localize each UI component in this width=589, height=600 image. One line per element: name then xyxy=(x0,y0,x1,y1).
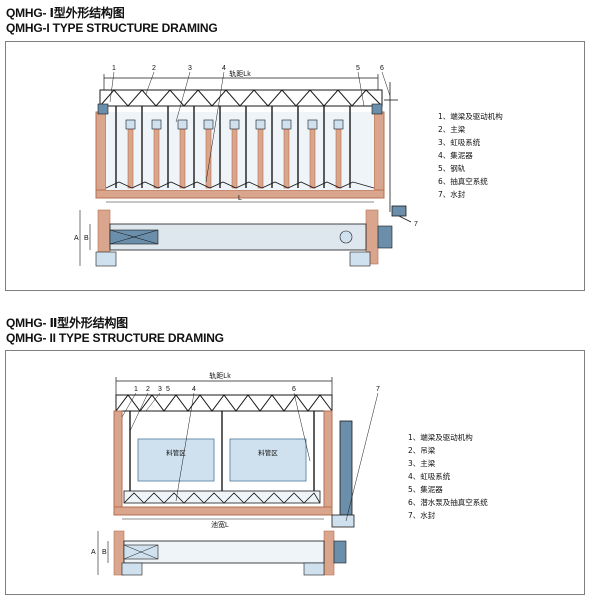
section2-zone-label-right: 料管区 xyxy=(258,448,278,457)
section2-callout-7: 7 xyxy=(376,386,380,393)
section1-end-beam-right xyxy=(371,103,383,115)
section1-siphon-pipes xyxy=(127,121,342,189)
section2-callout-1: 1 xyxy=(134,386,138,393)
section2-legend-item: 3、主梁 xyxy=(408,459,436,468)
section2-legend-item: 1、端梁及驱动机构 xyxy=(408,433,473,442)
section1-callout-1: 1 xyxy=(112,65,116,72)
section1-dim-a: A xyxy=(74,235,79,242)
section2-span-label: 轨距Lk xyxy=(209,371,231,380)
section1-legend-item: 6、抽真空系统 xyxy=(438,177,488,186)
section2-leader-lines xyxy=(121,392,379,522)
section2-callout-5: 5 xyxy=(166,386,170,393)
section1-callout-7: 7 xyxy=(414,221,418,228)
section1-drawing: 轨距Lk xyxy=(74,65,418,267)
section2-drawing-panel: 轨距Lk 料管区 料管区 xyxy=(5,350,585,595)
section2-legend-item: 6、潜水泵及抽真空系统 xyxy=(408,498,488,507)
section1-vacuum-system xyxy=(384,82,412,223)
section1-callout-3: 3 xyxy=(188,65,192,72)
section1-title-cn: QMHG- Ⅰ型外形结构图 xyxy=(6,6,125,20)
section1-main-beam xyxy=(99,89,383,107)
section2-legend-item: 7、水封 xyxy=(408,511,436,520)
section1-dim-b: B xyxy=(84,235,89,242)
section2-plan-view xyxy=(113,530,347,576)
section1-span-label: 轨距Lk xyxy=(229,69,251,78)
section1-end-beam-left xyxy=(97,103,109,115)
section1-plan-dimensions xyxy=(79,210,91,266)
section1-leader-lines xyxy=(109,71,391,183)
section1-callout-6: 6 xyxy=(380,65,384,72)
section1-span-dimension xyxy=(103,74,379,90)
section1-legend: 1、端梁及驱动机构 2、主梁 3、虹吸系统 4、集泥器 5、钢轨 6、抽真空系统… xyxy=(438,110,503,201)
section1-legend-item: 5、钢轨 xyxy=(438,164,466,173)
section1-legend-item: 1、端梁及驱动机构 xyxy=(438,112,503,121)
section2-legend-item: 5、集泥器 xyxy=(408,485,443,494)
section2-hangers xyxy=(129,411,315,501)
section1-legend-item: 3、虹吸系统 xyxy=(438,138,481,147)
section2-tank xyxy=(113,410,333,516)
section2-callout-3: 3 xyxy=(158,386,162,393)
section2-callout-6: 6 xyxy=(292,386,296,393)
section2-collectors xyxy=(123,490,321,504)
section2-drawing: 轨距Lk 料管区 料管区 xyxy=(91,371,380,576)
section2-span-dimension xyxy=(115,377,333,395)
section1-plan-view xyxy=(95,209,393,267)
section2-dim-b: B xyxy=(102,549,107,556)
section2-zone-label-left: 料管区 xyxy=(166,448,186,457)
section1-legend-item: 2、主梁 xyxy=(438,125,466,134)
section2-title-en: QMHG- II TYPE STRUCTURE DRAMING xyxy=(6,331,224,345)
section2-main-beam xyxy=(115,394,333,412)
section1-callout-2: 2 xyxy=(152,65,156,72)
section1-drawing-panel: 轨距Lk xyxy=(5,41,585,291)
section2-filter-zones xyxy=(137,438,307,482)
section2-length-label: 池宽L xyxy=(211,520,229,529)
section2-dim-a: A xyxy=(91,549,96,556)
section1-length-label: L xyxy=(238,195,242,202)
section2-pump-system xyxy=(331,420,355,528)
section1-title-en: QMHG-I TYPE STRUCTURE DRAMING xyxy=(6,21,218,35)
section2-legend-item: 2、吊梁 xyxy=(408,446,436,455)
section2-plan-dimensions xyxy=(97,531,109,575)
section1-callout-4: 4 xyxy=(222,65,226,72)
section2-callout-2: 2 xyxy=(146,386,150,393)
section2-callout-4: 4 xyxy=(192,386,196,393)
section2-legend-item: 4、虹吸系统 xyxy=(408,472,451,481)
section1-legend-item: 4、集泥器 xyxy=(438,151,473,160)
section1-collectors xyxy=(125,119,344,130)
section1-tank xyxy=(95,111,385,199)
section2-legend: 1、端梁及驱动机构 2、吊梁 3、主梁 4、虹吸系统 5、集泥器 6、潜水泵及抽… xyxy=(408,431,488,522)
section1-hoppers xyxy=(105,181,375,189)
section1-callout-5: 5 xyxy=(356,65,360,72)
section2-title-cn: QMHG- Ⅱ型外形结构图 xyxy=(6,316,128,330)
section1-legend-item: 7、水封 xyxy=(438,190,466,199)
section1-hangers xyxy=(115,106,351,188)
